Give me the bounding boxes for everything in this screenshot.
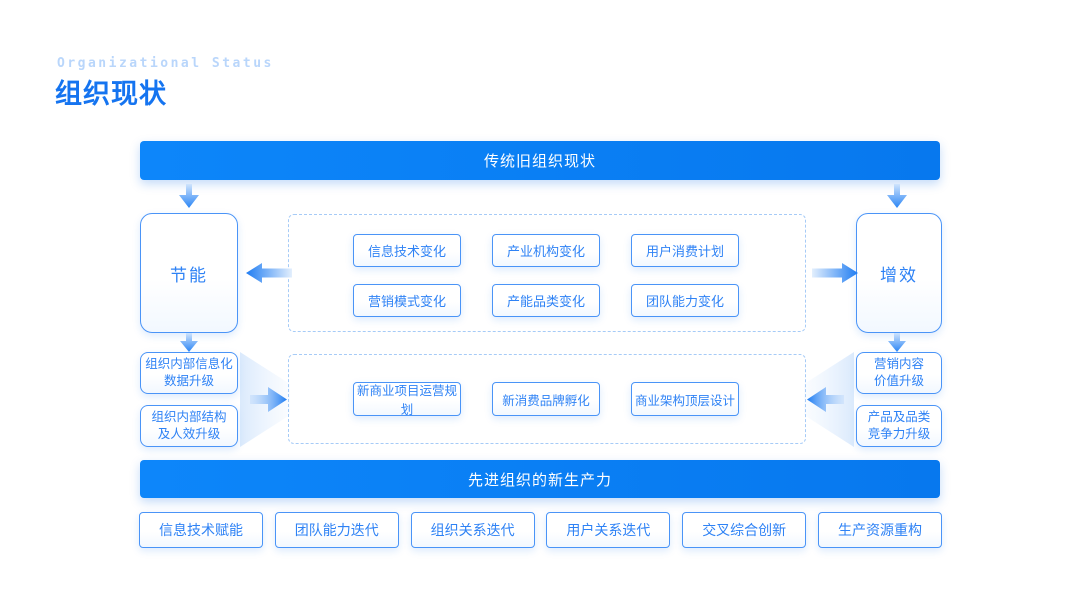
funnel-arrow-left-icon [804,352,854,447]
node-new-consumer-brand-incubation: 新消费品牌孵化 [492,382,600,416]
bottom-capability-row: 信息技术赋能 团队能力迭代 组织关系迭代 用户关系迭代 交叉综合创新 生产资源重… [139,512,942,548]
node-internal-structure-upgrade: 组织内部结构 及人效升级 [140,405,238,447]
new-business-group-frame [288,354,806,444]
left-arrow-icon [246,263,292,283]
node-internal-data-upgrade: 组织内部信息化 数据升级 [140,352,238,394]
node-product-competitiveness-upgrade: 产品及品类 竞争力升级 [856,405,942,447]
node-team-iteration: 团队能力迭代 [274,512,399,548]
down-arrow-icon [180,333,198,352]
node-user-relation-iteration: 用户关系迭代 [546,512,671,548]
node-change-it: 信息技术变化 [353,234,461,267]
node-line: 竞争力升级 [867,427,931,441]
right-arrow-icon [812,263,858,283]
banner-new-productivity: 先进组织的新生产力 [140,460,940,498]
slide-eyebrow: Organizational Status [57,56,274,71]
node-change-capacity: 产能品类变化 [492,284,600,317]
node-change-marketing: 营销模式变化 [353,284,461,317]
node-line: 数据升级 [163,374,214,388]
node-org-relation-iteration: 组织关系迭代 [410,512,535,548]
node-cross-innovation: 交叉综合创新 [682,512,807,548]
node-change-team: 团队能力变化 [631,284,739,317]
node-energy-saving: 节能 [140,213,238,333]
node-change-industry: 产业机构变化 [492,234,600,267]
down-arrow-icon [888,333,906,352]
node-line: 产品及品类 [867,410,931,425]
node-line: 价值升级 [873,374,924,388]
funnel-arrow-right-icon [240,352,290,447]
down-arrow-icon [179,184,199,208]
node-marketing-value-upgrade: 营销内容 价值升级 [856,352,942,394]
node-production-resource-restructure: 生产资源重构 [817,512,942,548]
banner-old-org-status: 传统旧组织现状 [140,141,940,180]
node-new-business-ops-plan: 新商业项目运营规划 [353,382,461,417]
down-arrow-icon [887,184,907,208]
page-title: 组织现状 [55,79,167,109]
node-business-architecture-design: 商业架构顶层设计 [631,382,739,416]
node-it-empowerment: 信息技术赋能 [139,512,263,548]
node-line: 组织内部结构 [151,410,227,425]
node-line: 及人效升级 [157,427,221,441]
node-line: 组织内部信息化 [145,357,233,372]
node-efficiency-gain: 增效 [856,213,942,333]
node-line: 营销内容 [873,357,924,372]
node-change-consumption: 用户消费计划 [631,234,739,267]
